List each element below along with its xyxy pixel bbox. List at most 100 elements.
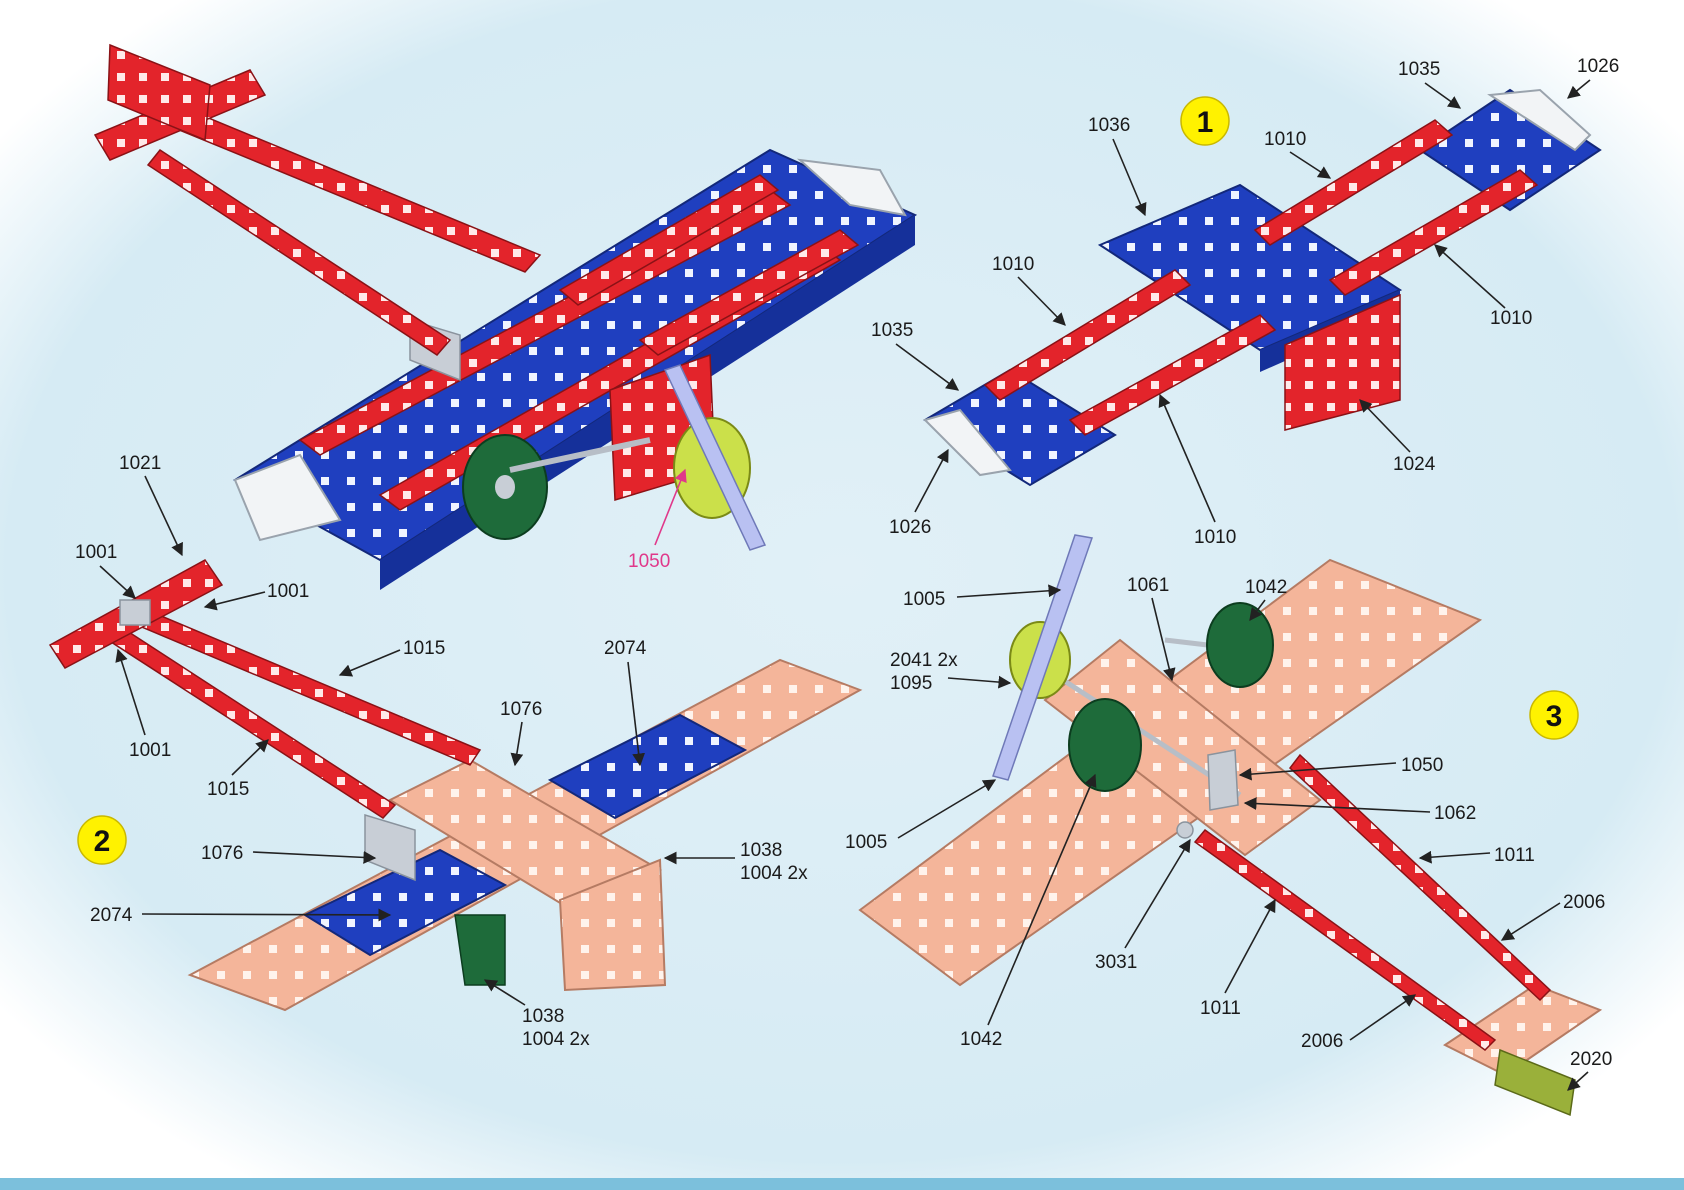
s1-leader-7 [1359, 399, 1411, 453]
step-3-number: 3 [1546, 700, 1563, 733]
s3-label-9: 2006 [1563, 892, 1605, 913]
s3-leader-3 [947, 675, 1012, 689]
s3-leader-11 [1224, 898, 1276, 994]
s2-label-10: 1004 2x [740, 863, 808, 884]
s3-label-14: 2020 [1570, 1049, 1612, 1070]
s3-label-11: 1011 [1200, 998, 1241, 1019]
s3-leader-12 [987, 773, 1097, 1026]
s2-leader-4 [338, 649, 401, 677]
s3-leader-2 [1249, 599, 1266, 622]
assembled-leader-0 [654, 468, 687, 546]
s2-label-0: 1021 [119, 453, 161, 474]
s1-leader-3 [1289, 151, 1332, 179]
s3-leader-9 [1500, 902, 1561, 941]
s3-label-1: 1061 [1127, 575, 1169, 596]
wheel-near [1068, 698, 1142, 792]
s1-label-8: 1026 [889, 517, 931, 538]
s1-leader-6 [895, 343, 960, 391]
s3-leader-6 [1243, 797, 1431, 813]
assembled-airplane: 1050 [93, 43, 918, 590]
s3-label-7: 1005 [845, 832, 887, 853]
s2-label-1: 1001 [75, 542, 117, 563]
s2-leader-8 [252, 851, 377, 864]
s1-label-6: 1035 [871, 320, 913, 341]
s2-label-13: 1004 2x [522, 1029, 590, 1050]
s1-leader-2 [1112, 138, 1147, 217]
strip-1011-upper [1288, 753, 1552, 1002]
wing-strip-4 [638, 229, 860, 356]
wing-strip-3 [558, 174, 780, 306]
strip-1010-c [983, 269, 1192, 401]
s1-label-9: 1010 [1194, 527, 1236, 548]
s2-label-4: 1015 [403, 638, 445, 659]
s2-label-9: 1038 [740, 840, 782, 861]
s2-label-7: 1015 [207, 779, 249, 800]
s3-label-4: 1095 [890, 673, 932, 694]
salmon-bracket [558, 858, 667, 992]
s1-leader-9 [1158, 393, 1216, 523]
bracket-1050 [1207, 749, 1239, 811]
s1-label-3: 1010 [1264, 129, 1306, 150]
green-flat-plate [454, 914, 506, 986]
strip-1010-a [1253, 119, 1454, 246]
s2-leader-1 [99, 565, 136, 599]
double-bent-strip [1284, 293, 1401, 431]
assembled-label-0: 1050 [628, 551, 670, 572]
s2-label-6: 1076 [500, 699, 542, 720]
s2-leader-2 [203, 591, 266, 611]
tail-curved-strip [233, 453, 342, 542]
s2-leader-5 [627, 661, 646, 767]
s1-leader-5 [1434, 244, 1506, 309]
s1-label-1: 1026 [1577, 56, 1619, 77]
s2-label-8: 1076 [201, 843, 243, 864]
s3-leader-10 [1124, 838, 1191, 949]
s3-leader-8 [1418, 850, 1491, 864]
salmon-tail-3 [1443, 983, 1603, 1077]
strip-1010-d [1068, 314, 1277, 436]
s3-label-8: 1011 [1494, 845, 1535, 866]
fin-2020 [1494, 1048, 1576, 1117]
tail-boom-lower [146, 148, 452, 356]
wheel-left-hub [495, 475, 515, 499]
step-2-badge [77, 815, 127, 865]
angle-bracket [364, 813, 416, 882]
step-1-assembly: 1 1035 1026 1036 1010 1010 1010 1035 102… [871, 56, 1619, 548]
s2-label-5: 2074 [604, 638, 647, 659]
s3-leader-0 [956, 584, 1062, 598]
s2-label-11: 2074 [90, 905, 133, 926]
s3-label-10: 3031 [1095, 952, 1137, 973]
s3-label-13: 2006 [1301, 1031, 1343, 1052]
s1-leader-1 [1567, 79, 1591, 99]
s3-leader-5 [1238, 762, 1397, 781]
wheel-far [1206, 602, 1274, 688]
axle [509, 437, 651, 473]
s3-label-3: 2041 2x [890, 650, 958, 671]
s3-leader-7 [897, 779, 997, 839]
s3-leader-13 [1349, 994, 1417, 1041]
propeller-1005 [992, 534, 1093, 781]
step-2-assembly: 2 1021 1001 1001 1001 1015 2074 1076 101… [48, 453, 863, 1050]
s3-label-12: 1042 [960, 1029, 1002, 1050]
s3-label-6: 1062 [1434, 803, 1476, 824]
s3-label-0: 1005 [903, 589, 945, 610]
strip-1011-lower [1193, 828, 1497, 1051]
tail-fin [107, 43, 211, 142]
s2-leader-12 [483, 979, 526, 1006]
s1-label-2: 1036 [1088, 115, 1130, 136]
tail-curved-strip [923, 408, 1012, 477]
step-3-assembly: 3 1005 1061 1042 2041 2x 1095 1050 1062 … [845, 534, 1612, 1117]
s2-leader-0 [144, 475, 183, 557]
bottom-edge-strip [0, 1178, 1684, 1190]
s3-leader-14 [1567, 1071, 1589, 1091]
step-2-number: 2 [94, 825, 111, 858]
nose-curved-strip [1487, 88, 1592, 152]
s2-label-3: 1001 [129, 740, 171, 761]
s1-label-7: 1024 [1393, 454, 1436, 475]
s2-leader-6 [510, 721, 524, 767]
step-1-number: 1 [1197, 106, 1214, 139]
step-3-badge [1529, 690, 1579, 740]
step-1-badge [1180, 96, 1230, 146]
s3-leader-1 [1151, 597, 1176, 682]
s2-leader-7 [231, 739, 269, 776]
